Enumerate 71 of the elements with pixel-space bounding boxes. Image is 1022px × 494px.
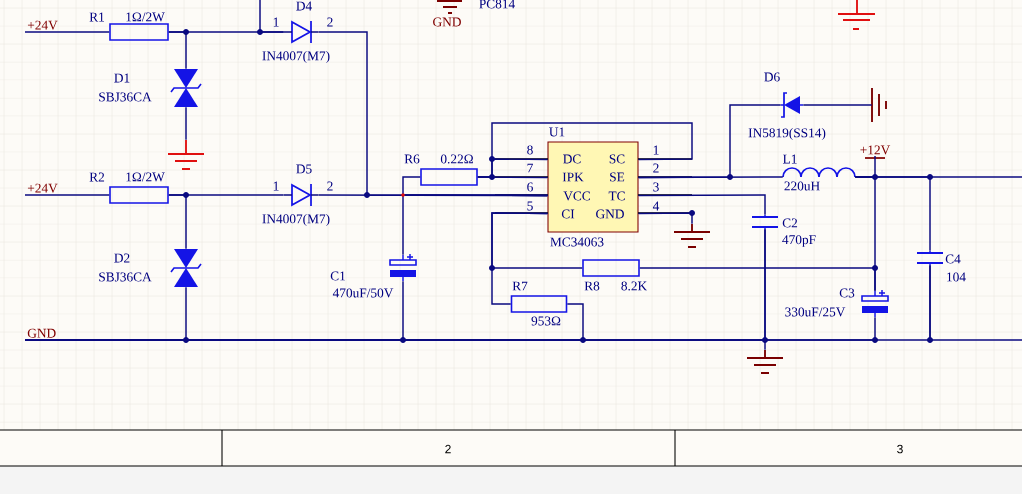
pin-number: 2 xyxy=(327,17,333,27)
part-value: 470uF/50V xyxy=(332,288,394,298)
part-number: MC34063 xyxy=(550,237,604,247)
part-value: 1Ω/2W xyxy=(126,12,165,22)
designator: R6 xyxy=(404,154,420,164)
part-number: PC814 xyxy=(479,0,515,9)
wire xyxy=(637,194,766,216)
sheet-zone-number: 3 xyxy=(897,444,903,454)
wire xyxy=(24,194,110,196)
part-value: 104 xyxy=(947,272,966,282)
part-value: IN4007(M7) xyxy=(262,213,330,227)
pin-number: 8 xyxy=(527,145,533,155)
part-value: 1Ω/2W xyxy=(126,172,165,182)
designator: U1 xyxy=(549,127,565,137)
part-value: IN5819(SS14) xyxy=(748,127,826,141)
net-label: +24V xyxy=(27,20,58,30)
pin-number: 7 xyxy=(527,163,533,173)
part-value: 220uH xyxy=(784,181,820,191)
wire xyxy=(402,176,549,197)
designator: L1 xyxy=(783,154,797,164)
wire xyxy=(491,212,583,269)
designator: C4 xyxy=(945,254,961,264)
ground-symbol xyxy=(673,223,711,248)
ground-symbol xyxy=(167,139,205,170)
part-value: SBJ36CA xyxy=(99,92,152,102)
part-value: 0.22Ω xyxy=(440,154,473,164)
power-port: +12V xyxy=(860,145,891,159)
designator: D2 xyxy=(114,253,130,263)
designator: R1 xyxy=(89,12,104,22)
wire xyxy=(802,104,873,106)
part-value: SBJ36CA xyxy=(99,272,152,282)
designator: R8 xyxy=(584,281,600,291)
part-value: 8.2K xyxy=(621,281,647,291)
designator: D5 xyxy=(296,164,312,174)
ground-symbol xyxy=(746,349,784,374)
wire xyxy=(477,122,693,178)
pin-number: 1 xyxy=(273,17,279,27)
designator: R7 xyxy=(512,281,528,291)
pin-number: 1 xyxy=(653,145,659,155)
pin-number: 2 xyxy=(653,163,659,173)
designator: C2 xyxy=(782,218,798,228)
pin-number: 2 xyxy=(327,181,333,191)
designator: C3 xyxy=(839,288,855,298)
wire xyxy=(929,264,1022,341)
pin-number: 1 xyxy=(273,181,279,191)
wire xyxy=(24,31,110,33)
part-value: 470pF xyxy=(782,235,816,247)
wire xyxy=(637,212,693,225)
wire xyxy=(185,106,187,141)
sheet-zone-number: 2 xyxy=(445,444,451,454)
designator: D6 xyxy=(764,72,780,82)
part-value: 953Ω xyxy=(531,316,561,326)
wire xyxy=(637,104,782,179)
net-label: +24V xyxy=(27,183,58,193)
pin-number: 6 xyxy=(527,182,533,192)
net-label: GND xyxy=(27,328,56,338)
designator: D1 xyxy=(114,73,130,83)
designator: D4 xyxy=(296,1,312,11)
pin-number: 4 xyxy=(652,201,660,211)
net-label: GND xyxy=(433,17,461,27)
part-value: IN4007(M7) xyxy=(262,50,330,64)
pin-number: 3 xyxy=(653,182,659,192)
wire xyxy=(168,194,187,250)
wire xyxy=(168,31,187,70)
designator: R2 xyxy=(89,172,105,182)
wire xyxy=(259,0,285,33)
ground-symbol xyxy=(871,87,887,123)
part-value: 330uF/25V xyxy=(785,307,846,317)
wire xyxy=(854,176,1022,178)
pin-number: 5 xyxy=(527,201,533,211)
designator: C1 xyxy=(330,271,345,281)
